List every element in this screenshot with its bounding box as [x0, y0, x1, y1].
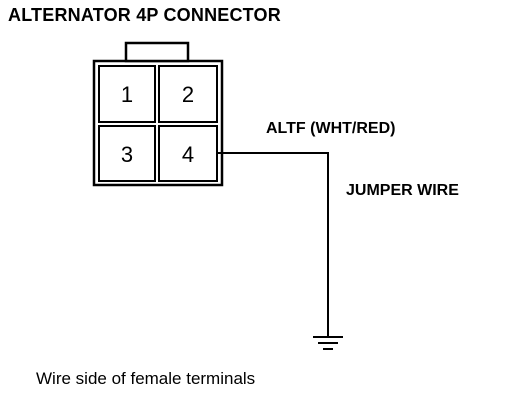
pin-label-3: 3: [121, 142, 133, 167]
terminal-cell-1: [98, 65, 156, 123]
pin-label-1: 1: [121, 82, 133, 107]
pin-label-4: 4: [182, 142, 194, 167]
pin-label-2: 2: [182, 82, 194, 107]
terminal-cell-2: [158, 65, 218, 123]
terminal-cell-4: [158, 125, 218, 182]
caption: Wire side of female terminals: [36, 369, 256, 388]
jumper-wire: [217, 152, 329, 337]
jumper-wire-label: JUMPER WIRE: [346, 182, 459, 199]
diagram-title: ALTERNATOR 4P CONNECTOR: [8, 5, 281, 25]
terminal-cell-3: [98, 125, 156, 182]
ground-icon: [313, 336, 343, 350]
connector-lock-tab: [124, 41, 190, 63]
wire-color-label: ALTF (WHT/RED): [266, 120, 396, 137]
